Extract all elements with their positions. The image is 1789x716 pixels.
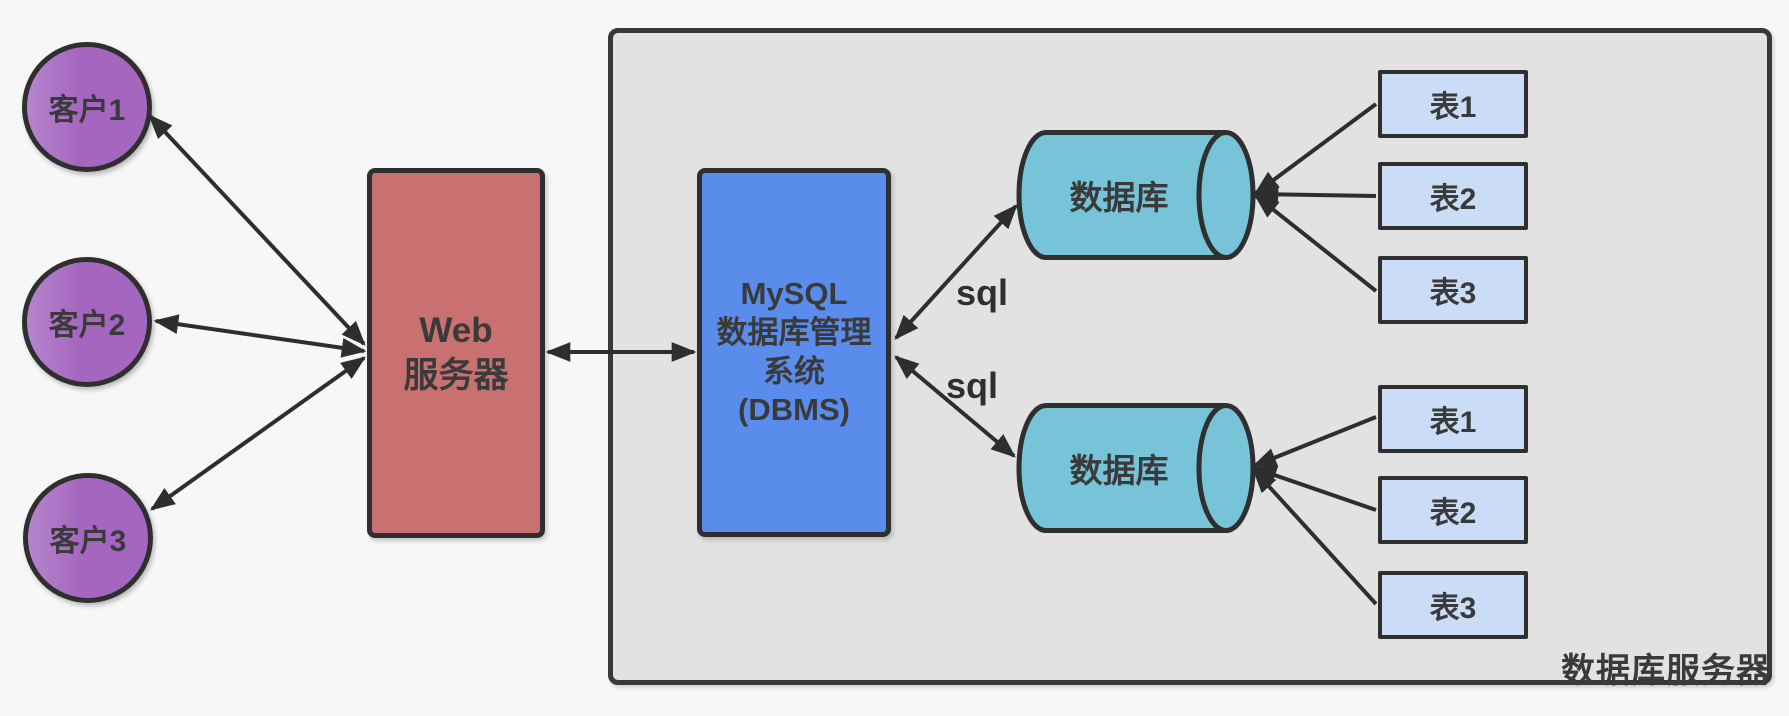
client1-label: 客户1 [48, 94, 126, 127]
client1-node: 客户1 [22, 42, 152, 172]
dbms-label-line4: (DBMS) [738, 392, 850, 428]
dbms-label-line1: MySQL [740, 276, 848, 311]
arrow-client3-webserver [149, 356, 367, 511]
database1-cylinder: 数据库 [1014, 129, 1258, 261]
database1-label: 数据库 [1069, 179, 1169, 216]
db1-table3-node: 表3 [1378, 256, 1528, 324]
database-server-label: 数据库服务器 [1561, 652, 1771, 690]
db1-table2-node: 表2 [1378, 162, 1528, 230]
sql-label-lower: sql [946, 365, 999, 406]
client3-label: 客户3 [49, 525, 127, 558]
db2-table1-node: 表1 [1378, 385, 1528, 453]
db2-table2-label: 表2 [1429, 497, 1477, 530]
db1-table1-node: 表1 [1378, 70, 1528, 138]
web-server-node: Web 服务器 [367, 168, 545, 538]
db1-table1-label: 表1 [1429, 91, 1477, 124]
arrow-client2-webserver [153, 314, 367, 358]
db2-table2-node: 表2 [1378, 476, 1528, 544]
client2-label: 客户2 [48, 309, 126, 342]
web-server-label-line1: Web [419, 310, 493, 350]
dbms-label-line2: 数据库管理 [716, 314, 872, 350]
database-cylinder-shape [1016, 130, 1256, 260]
dbms-label-line3: 系统 [763, 353, 825, 389]
client3-node: 客户3 [23, 473, 153, 603]
sql-label-upper: sql [956, 272, 1009, 313]
db2-table3-node: 表3 [1378, 571, 1528, 639]
database2-label: 数据库 [1069, 452, 1169, 489]
mysql-dbms-node: MySQL 数据库管理 系统 (DBMS) [697, 168, 891, 537]
arrow-client1-webserver [148, 114, 366, 346]
web-server-label-line2: 服务器 [403, 356, 509, 395]
db2-table1-label: 表1 [1429, 406, 1477, 439]
client2-node: 客户2 [22, 257, 152, 387]
database-cylinder-shape [1016, 403, 1256, 533]
db1-table3-label: 表3 [1429, 277, 1477, 310]
db2-table3-label: 表3 [1429, 592, 1477, 625]
db1-table2-label: 表2 [1429, 183, 1477, 216]
database2-cylinder: 数据库 [1014, 402, 1258, 534]
